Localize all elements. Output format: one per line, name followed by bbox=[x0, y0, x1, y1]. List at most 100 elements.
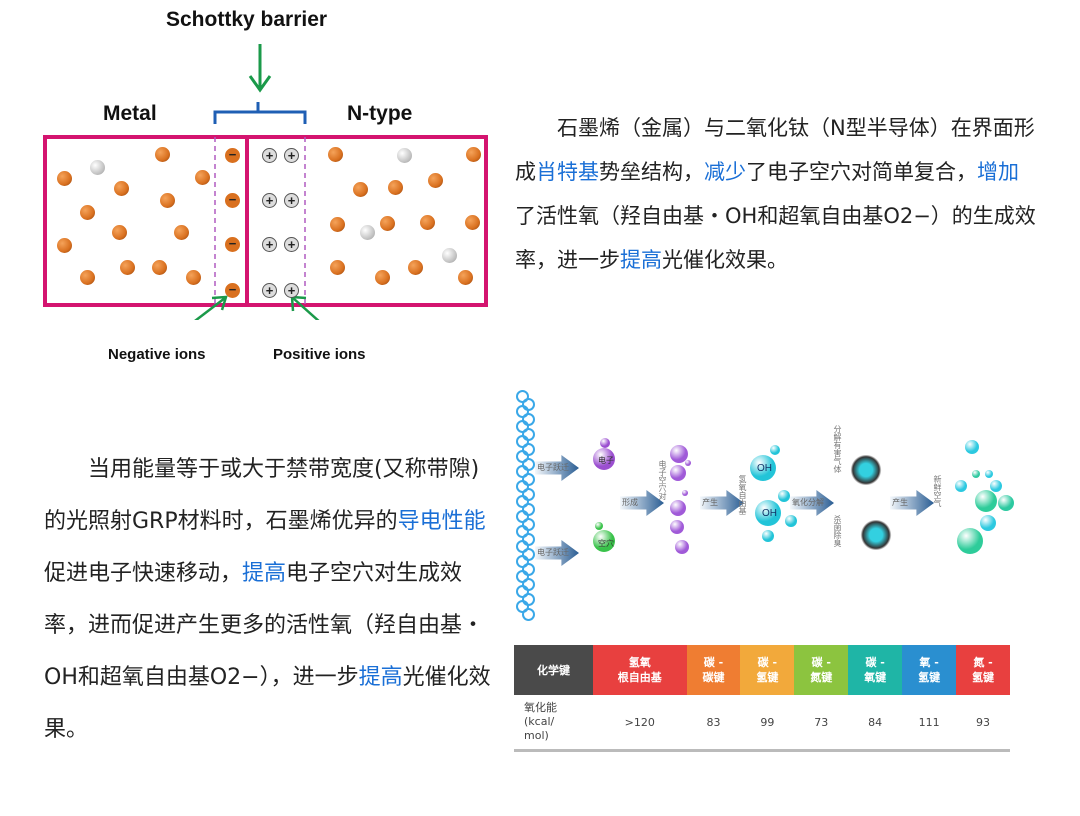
table-header-cell: 碳 - 氮键 bbox=[794, 645, 849, 695]
positive-ion-icon: + bbox=[284, 237, 299, 252]
arrow-label: 产生 bbox=[702, 498, 718, 507]
electron-particle bbox=[160, 193, 175, 208]
positive-ion-icon: + bbox=[284, 148, 299, 163]
electron-particle bbox=[428, 173, 443, 188]
table-cell: 83 bbox=[706, 715, 721, 729]
fresh-air-ball bbox=[957, 528, 983, 554]
electron-particle bbox=[80, 270, 95, 285]
text-segment: 势垒结构， bbox=[599, 160, 704, 184]
paragraph-bandgap: 当用能量等于或大于禁带宽度(又称带隙)的光照射GRP材料时，石墨烯优异的导电性能… bbox=[44, 444, 494, 756]
electron-label: 电子 bbox=[598, 456, 614, 465]
table-header-cell: 氢氧 根自由基 bbox=[593, 645, 687, 695]
table-cell: 73 bbox=[814, 715, 829, 729]
hole-particle bbox=[90, 160, 105, 175]
oh-label: OH bbox=[757, 463, 772, 474]
pair-ball bbox=[670, 465, 686, 481]
negative-pointer-arrow bbox=[194, 295, 228, 320]
metal-label: Metal bbox=[103, 102, 157, 125]
electron-ball bbox=[600, 438, 610, 448]
electron-particle bbox=[57, 238, 72, 253]
harmful-label: 分解有害气体 bbox=[833, 425, 842, 473]
hole-particle bbox=[360, 225, 375, 240]
arrow-label: 电子跃迁 bbox=[537, 463, 569, 472]
electron-particle bbox=[458, 270, 473, 285]
text-segment: 石墨烯（金属）与二氧化钛（N型半导体）在界面形成 bbox=[515, 116, 1035, 184]
electron-particle bbox=[114, 181, 129, 196]
bracket bbox=[213, 102, 307, 124]
electron-particle bbox=[155, 147, 170, 162]
electron-particle bbox=[466, 147, 481, 162]
table-header-cell: 碳 - 氧键 bbox=[848, 645, 903, 695]
radical-ball bbox=[762, 530, 774, 542]
negative-ion-icon: − bbox=[225, 283, 240, 298]
pair-label: 电子空穴对 bbox=[658, 460, 667, 500]
schottky-title: Schottky barrier bbox=[166, 8, 328, 31]
fresh-air-ball bbox=[955, 480, 967, 492]
electron-particle bbox=[380, 216, 395, 231]
text-segment: 促进电子快速移动， bbox=[44, 561, 243, 586]
electron-particle bbox=[186, 270, 201, 285]
table-header-cell: 碳 - 氢键 bbox=[740, 645, 795, 695]
text-segment: 光催化效果。 bbox=[44, 665, 491, 742]
table-cell: 111 bbox=[918, 715, 940, 729]
highlight-text: 肖特基 bbox=[536, 160, 599, 184]
text-segment: 当用能量等于或大于禁带宽度(又称带隙)的光照射GRP材料时，石墨烯优异的 bbox=[44, 457, 480, 534]
electron-particle bbox=[420, 215, 435, 230]
sterilize-label: 杀菌除臭 bbox=[833, 515, 842, 547]
electron-particle bbox=[388, 180, 403, 195]
ntype-label: N-type bbox=[347, 102, 413, 125]
fresh-air-ball bbox=[965, 440, 979, 454]
highlight-text: 导电性能 bbox=[397, 509, 486, 534]
fresh-air-label: 新鲜空气 bbox=[933, 475, 942, 507]
pair-ball bbox=[675, 540, 689, 554]
text-segment: 光催化效果。 bbox=[662, 248, 788, 272]
graphene-chain-bead bbox=[522, 607, 535, 621]
positive-ion-icon: + bbox=[262, 237, 277, 252]
table-cell: >120 bbox=[624, 715, 655, 729]
negative-ion-icon: − bbox=[225, 193, 240, 208]
highlight-text: 减少 bbox=[704, 160, 746, 184]
pair-ball bbox=[670, 500, 686, 516]
positive-ion-icon: + bbox=[262, 193, 277, 208]
table-header-cell: 氮 - 氢键 bbox=[956, 645, 1010, 695]
hole-particle bbox=[397, 148, 412, 163]
electron-particle bbox=[120, 260, 135, 275]
text-segment: 了活性氧（羟自由基・OH和超氧自由基O2−）的生成效率，进一步 bbox=[515, 204, 1036, 272]
table-row-label: 氧化能 (kcal/ mol) bbox=[524, 701, 557, 742]
highlight-text: 提高 bbox=[242, 561, 287, 586]
pair-ball bbox=[670, 445, 688, 463]
text-segment: 电子空穴对生成效率，进而促进产生更多的活性氧（羟自由基・OH和超氧自由基O2−）… bbox=[44, 561, 485, 690]
positive-pointer-arrow bbox=[290, 295, 320, 320]
table-cell: 99 bbox=[760, 715, 775, 729]
radical-label: 氢氧自由基 bbox=[738, 475, 747, 515]
radical-ball bbox=[755, 500, 781, 526]
pair-ball bbox=[682, 490, 688, 496]
electron-particle bbox=[195, 170, 210, 185]
junction-box bbox=[43, 135, 488, 307]
arrow-label: 形成 bbox=[622, 498, 638, 507]
electron-particle bbox=[174, 225, 189, 240]
table-header-row: 化学键氢氧 根自由基碳 - 碳键碳 - 氢键碳 - 氮键碳 - 氧键氧 - 氢键… bbox=[514, 645, 1010, 695]
negative-ion-icon: − bbox=[225, 237, 240, 252]
fresh-air-ball bbox=[975, 490, 997, 512]
down-arrow-icon bbox=[248, 44, 272, 93]
electron-particle bbox=[465, 215, 480, 230]
table-header-cell: 氧 - 氢键 bbox=[902, 645, 957, 695]
positive-ions-label: Positive ions bbox=[273, 346, 366, 363]
table-cell: 93 bbox=[976, 715, 991, 729]
pair-ball bbox=[685, 460, 691, 466]
table-header-cell: 碳 - 碳键 bbox=[686, 645, 741, 695]
paragraph-schottky: 石墨烯（金属）与二氧化钛（N型半导体）在界面形成肖特基势垒结构，减少了电子空穴对… bbox=[515, 106, 1037, 282]
electron-particle bbox=[330, 217, 345, 232]
fresh-air-ball bbox=[985, 470, 993, 478]
positive-ion-icon: + bbox=[262, 148, 277, 163]
positive-ion-icon: + bbox=[284, 193, 299, 208]
electron-particle bbox=[408, 260, 423, 275]
highlight-text: 提高 bbox=[620, 248, 662, 272]
highlight-text: 提高 bbox=[358, 665, 403, 690]
hole-ball bbox=[595, 522, 603, 530]
oh-label: OH bbox=[762, 508, 777, 519]
hole-particle bbox=[442, 248, 457, 263]
